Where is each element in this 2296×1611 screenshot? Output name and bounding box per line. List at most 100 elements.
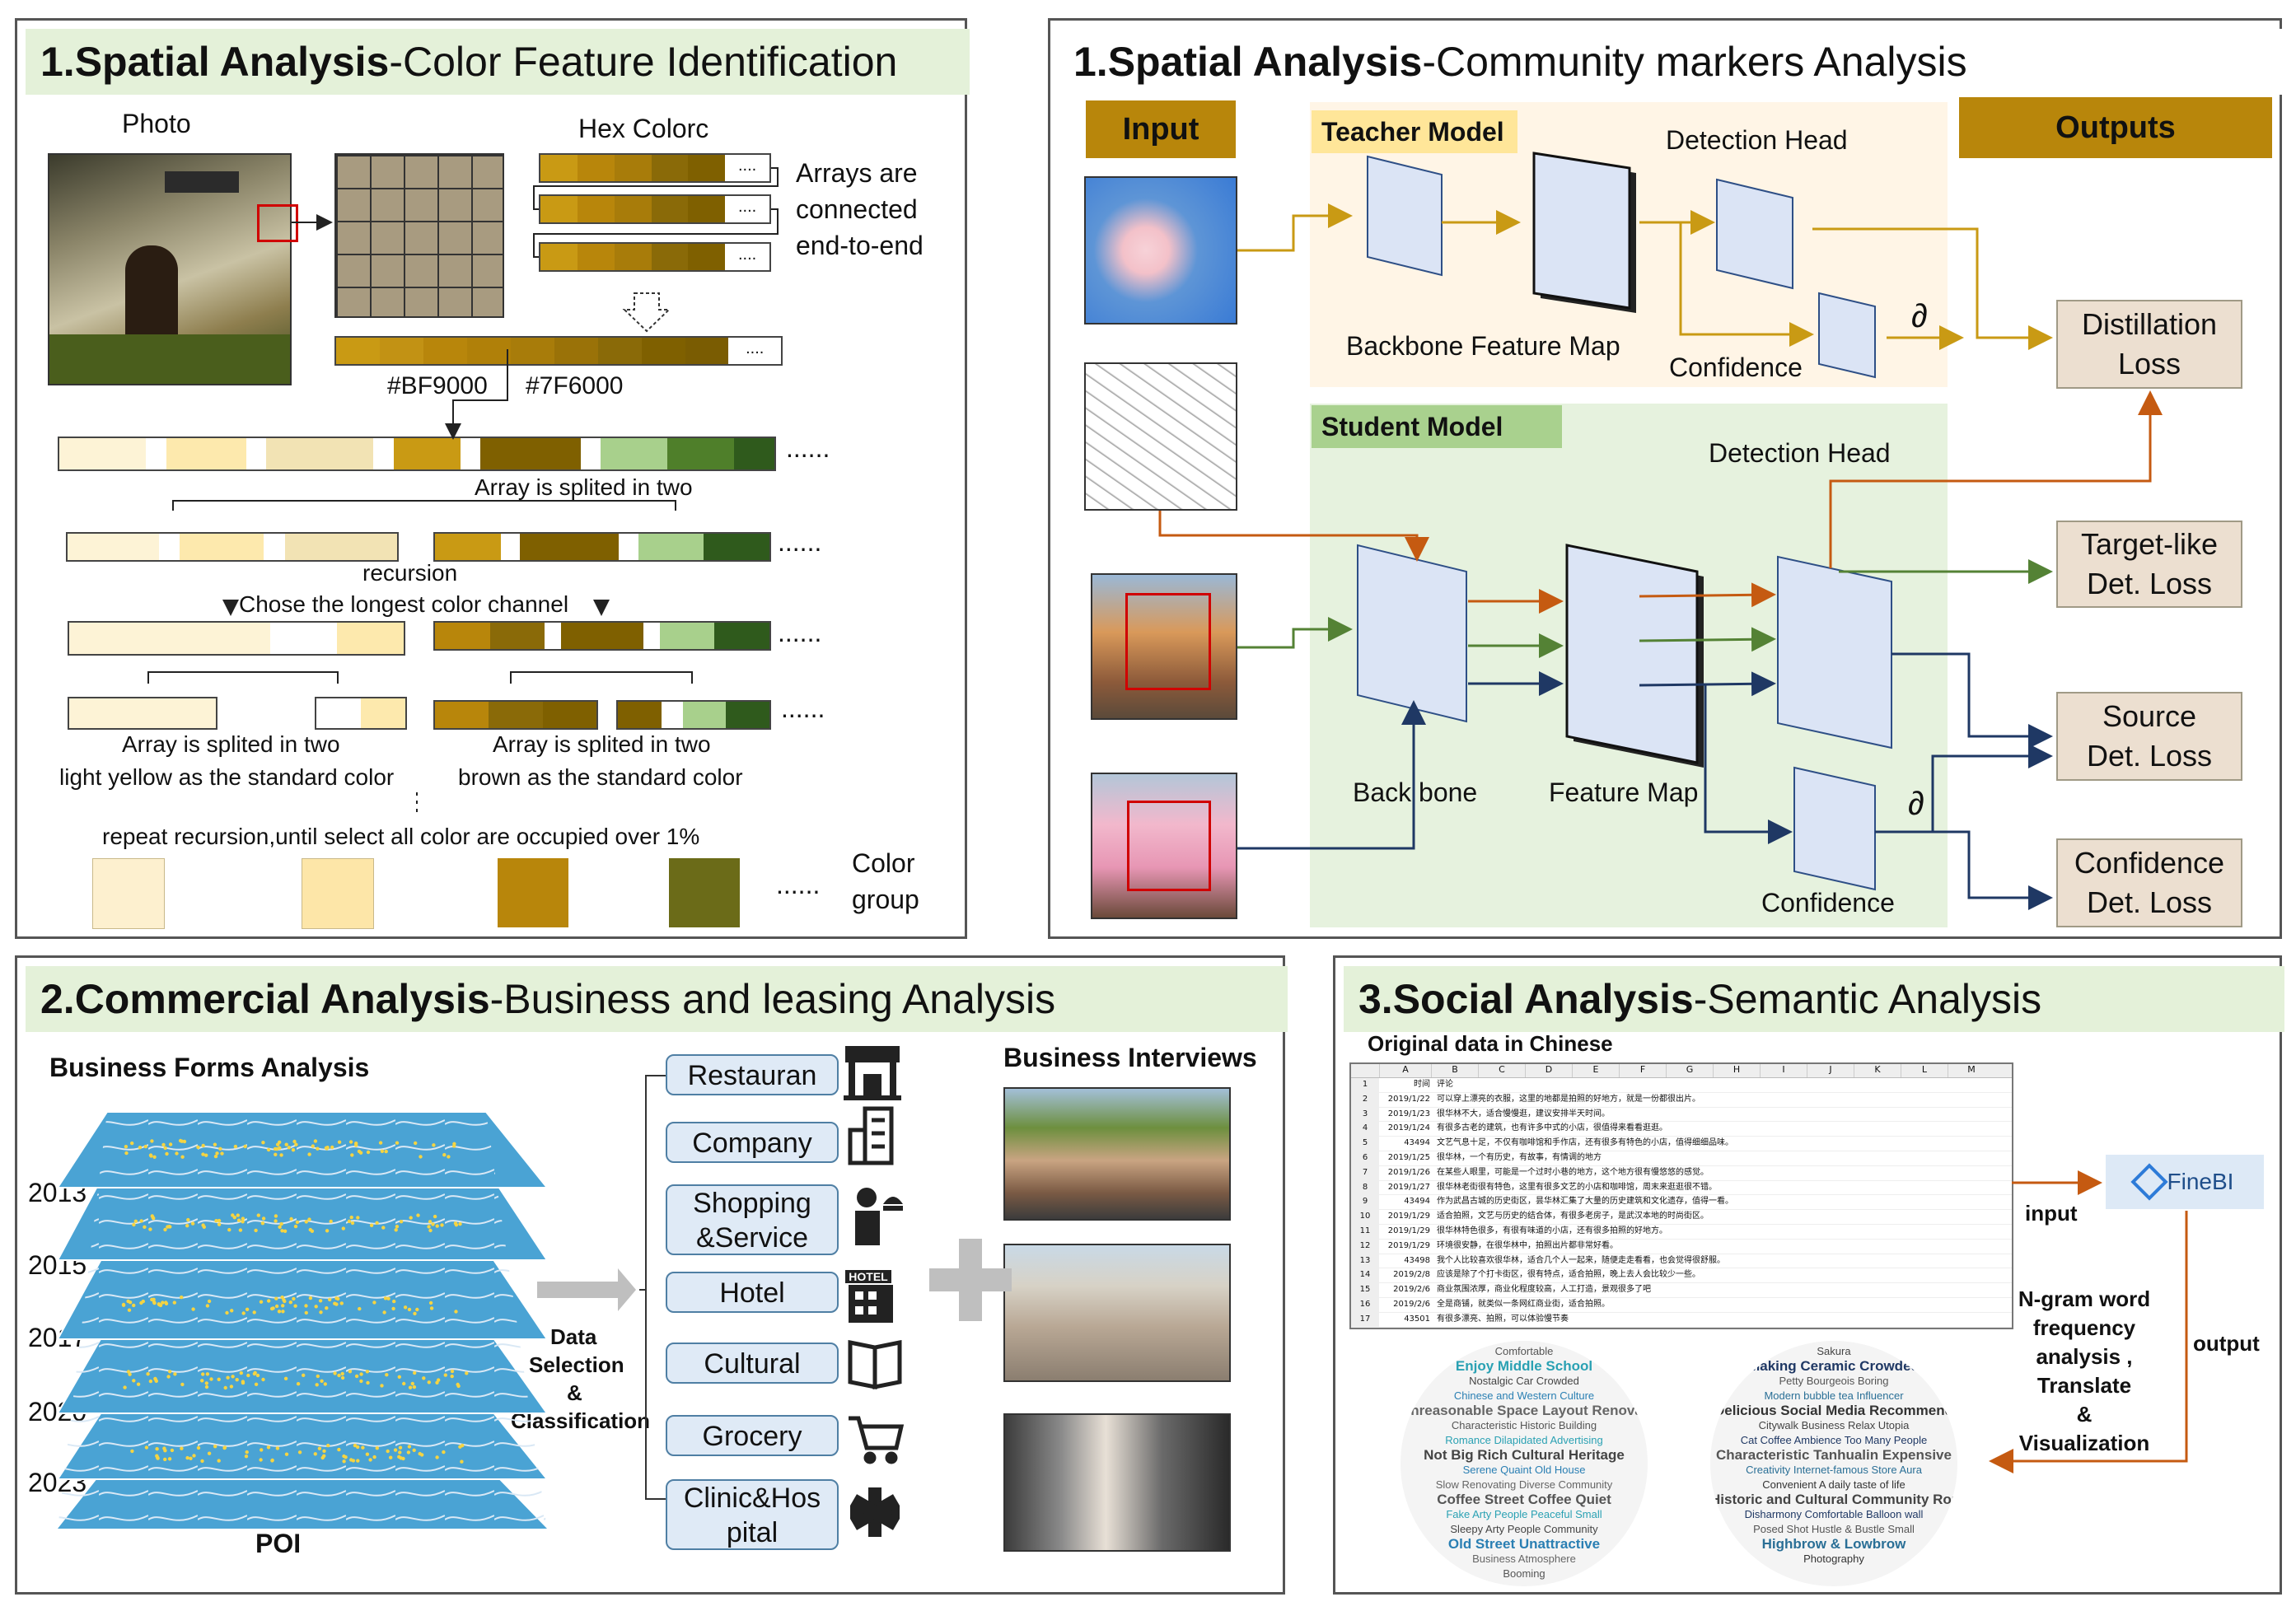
poi-dot <box>245 1450 249 1455</box>
poi-dot <box>437 1378 441 1382</box>
cloud-line: Modern bubble tea Influencer <box>1764 1389 1904 1402</box>
ellipsis-1: ...... <box>786 433 830 463</box>
cloud-line: Fake Arty People Peaceful Small <box>1446 1508 1602 1520</box>
finebi-text: FineBI <box>2167 1169 2234 1194</box>
poi-dot <box>291 1148 296 1152</box>
cloud-line: Delicious Social Media Recommend <box>1714 1403 1954 1418</box>
poi-dot <box>207 1299 212 1304</box>
poi-dot <box>414 1141 418 1146</box>
sheet-cell: 文艺气息十足，不仅有咖啡馆和手作店，还有很多有特色的小店，值得细细品味。 <box>1437 1138 1733 1148</box>
poi-dot <box>358 1151 363 1155</box>
sheet-cell: 11 <box>1351 1224 1379 1239</box>
poi-map-layers <box>56 1111 549 1529</box>
poi-dot <box>341 1226 345 1230</box>
sheet-column-label: I <box>1760 1064 1807 1077</box>
sheet-cell: 应该是除了个打卡街区，很有特点，适合拍照，晚上去人会比较少一些。 <box>1437 1270 1700 1280</box>
interview-photo-street <box>1003 1244 1231 1382</box>
cloud-line: Posed Shot Hustle & Bustle Small <box>1753 1523 1915 1535</box>
poi-dot <box>326 1443 330 1448</box>
poi-dot <box>313 1452 317 1456</box>
poi-dot <box>315 1383 319 1387</box>
poi-dot <box>402 1381 406 1386</box>
poi-dot <box>322 1454 326 1459</box>
poi-dot <box>356 1445 360 1450</box>
hex-value-a: #BF9000 <box>387 372 488 399</box>
poi-dot <box>241 1220 245 1224</box>
poi-dot <box>347 1219 352 1224</box>
sheet-cell: 13 <box>1351 1254 1379 1268</box>
poi-dot <box>182 1139 187 1144</box>
poi-dot <box>334 1296 339 1300</box>
category-restaurant: Restauran <box>666 1054 839 1095</box>
arrays-note-2: connected <box>796 194 918 224</box>
student-backbone-plane <box>1357 544 1467 723</box>
poi-dot <box>289 1216 293 1221</box>
poi-dot <box>454 1223 459 1227</box>
poi-dot <box>168 1142 173 1146</box>
poi-dot <box>138 1146 143 1150</box>
sheet-cell: 6 <box>1351 1151 1379 1165</box>
color-group-1: Color <box>852 848 915 878</box>
poi-dot <box>152 1216 156 1221</box>
poi-dot <box>277 1310 282 1314</box>
poi-dot <box>231 1375 235 1379</box>
poi-dot <box>283 1376 288 1381</box>
poi-dot <box>164 1300 168 1305</box>
poi-dot <box>133 1219 138 1224</box>
poi-dot <box>323 1382 327 1386</box>
poi-dot <box>314 1305 318 1309</box>
split-label-1: Array is splited in two <box>475 474 693 500</box>
poi-dot <box>256 1213 260 1217</box>
poi-dot <box>274 1219 278 1223</box>
poi-dot <box>358 1306 362 1311</box>
category-cultural: Cultural <box>666 1342 839 1384</box>
poi-dot <box>161 1300 165 1305</box>
down-arrow-icon <box>622 292 671 333</box>
poi-dot <box>274 1304 279 1309</box>
poi-dot <box>440 1223 444 1227</box>
student-confidence-label: Confidence <box>1761 888 1895 918</box>
poi-dot <box>121 1302 126 1307</box>
sheet-column-label: K <box>1854 1064 1901 1077</box>
poi-dot <box>178 1138 183 1143</box>
sheet-cell: 适合拍照，文艺与历史的结合体，有很多老房子，是武汉本地的时尚街区。 <box>1437 1212 1709 1221</box>
poi-dot <box>450 1369 455 1374</box>
poi-dot <box>350 1153 354 1157</box>
poi-dot <box>428 1220 433 1224</box>
swatch-1 <box>92 858 165 929</box>
cloud-line: Coffee Street Coffee Quiet <box>1437 1492 1611 1507</box>
poi-dot <box>144 1445 149 1450</box>
input-image-blossom <box>1084 176 1237 325</box>
cloud-line: Cat Coffee Ambience Too Many People <box>1740 1434 1928 1446</box>
poi-dot <box>292 1139 297 1144</box>
sheet-cell: 17 <box>1351 1312 1379 1327</box>
teacher-partial-symbol: ∂ <box>1911 298 1928 334</box>
sheet-cell: 43501 <box>1404 1314 1430 1324</box>
poi-dot <box>279 1221 283 1226</box>
sheet-column-label: D <box>1525 1064 1572 1077</box>
poi-dot <box>349 1458 353 1462</box>
teacher-confidence-plane <box>1818 292 1876 379</box>
sheet-cell: 2019/1/29 <box>1387 1226 1430 1235</box>
big-arrow <box>537 1268 636 1311</box>
poi-dot <box>398 1445 403 1450</box>
poi-dot <box>383 1296 388 1300</box>
poi-dot <box>375 1221 379 1226</box>
array-right-3a <box>433 700 598 730</box>
output-label: output <box>2193 1331 2260 1356</box>
cloud-line: Characteristic Historic Building <box>1451 1419 1597 1431</box>
poi-dot <box>418 1451 422 1456</box>
poi-dot <box>339 1301 344 1305</box>
ellipsis-4: ...... <box>781 693 825 723</box>
split-right-1: Array is splited in two <box>493 731 711 757</box>
poi-dot <box>329 1219 333 1224</box>
poi-dot <box>260 1448 264 1452</box>
poi-dot <box>399 1220 404 1224</box>
sheet-cell: 可以穿上漂亮的衣服，这里的地都是拍照的好地方，就是一份都很出片。 <box>1437 1094 1700 1104</box>
poi-points <box>121 1138 469 1464</box>
poi-dot <box>325 1146 329 1151</box>
